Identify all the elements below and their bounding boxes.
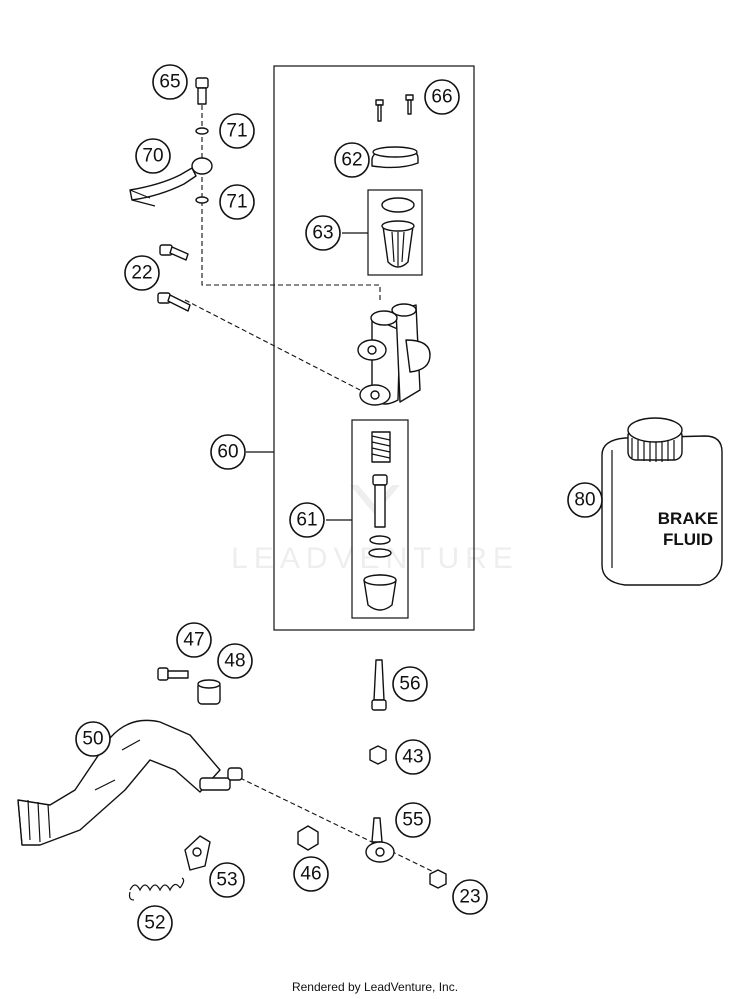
callout-48: 48 xyxy=(217,643,253,679)
svg-text:53: 53 xyxy=(216,870,237,891)
return-spring-52 xyxy=(128,877,185,901)
callout-62: 62 xyxy=(334,142,370,178)
svg-text:47: 47 xyxy=(183,630,204,651)
svg-text:48: 48 xyxy=(224,651,245,672)
callout-56: 56 xyxy=(392,666,428,702)
svg-text:70: 70 xyxy=(142,146,163,167)
dash-line-65 xyxy=(201,105,381,300)
svg-text:52: 52 xyxy=(144,913,165,934)
reservoir-cap-62 xyxy=(371,146,419,169)
screws-66 xyxy=(375,94,414,122)
callout-22: 22 xyxy=(124,255,160,291)
spring-plate-53 xyxy=(184,835,211,871)
bushing-48 xyxy=(197,679,221,705)
footer-credit: Rendered by LeadVenture, Inc. xyxy=(291,980,459,994)
svg-text:66: 66 xyxy=(431,87,452,108)
callout-55: 55 xyxy=(395,802,431,838)
assembly-frame-60 xyxy=(273,65,475,631)
callout-80: 80 xyxy=(567,482,603,518)
brake-pedal-50 xyxy=(17,719,221,846)
master-cylinder-body xyxy=(357,303,431,406)
clevis-55 xyxy=(365,817,395,863)
svg-text:71: 71 xyxy=(226,192,247,213)
watermark-text: LEADVENTURE xyxy=(231,542,519,575)
svg-text:22: 22 xyxy=(131,263,152,284)
svg-text:63: 63 xyxy=(312,223,333,244)
svg-text:46: 46 xyxy=(300,864,321,885)
can-label-line1: BRAKE xyxy=(658,509,718,528)
callout-43: 43 xyxy=(395,739,431,775)
callout-52: 52 xyxy=(137,905,173,941)
brake-hose-70 xyxy=(129,157,213,207)
dash-line-46 xyxy=(239,777,441,876)
pivot-bolt-47 xyxy=(157,667,189,681)
bolt-22-long xyxy=(157,292,191,312)
callout-61: 61 xyxy=(289,502,325,538)
svg-text:80: 80 xyxy=(574,490,595,511)
svg-text:65: 65 xyxy=(159,72,180,93)
nut-46 xyxy=(297,825,319,851)
callout-53: 53 xyxy=(209,862,245,898)
callout-66: 66 xyxy=(424,79,460,115)
dash-line-22 xyxy=(184,299,361,391)
can-label-line2: FLUID xyxy=(663,530,713,549)
svg-text:55: 55 xyxy=(402,810,423,831)
callout-63: 63 xyxy=(305,215,341,251)
callout-65: 65 xyxy=(152,64,188,100)
callout-47: 47 xyxy=(176,622,212,658)
push-rod-56 xyxy=(371,659,387,711)
callout-60: 60 xyxy=(210,434,246,470)
svg-text:23: 23 xyxy=(459,887,480,908)
subframe-61 xyxy=(351,419,409,619)
callout-70: 70 xyxy=(135,138,171,174)
svg-text:61: 61 xyxy=(296,510,317,531)
svg-text:71: 71 xyxy=(226,121,247,142)
piston-kit-61 xyxy=(363,431,397,611)
svg-text:43: 43 xyxy=(402,747,423,768)
nut-43 xyxy=(369,745,387,765)
callout-50: 50 xyxy=(75,721,111,757)
nut-23 xyxy=(429,869,447,889)
banjo-bolt-65 xyxy=(195,77,209,105)
svg-text:56: 56 xyxy=(399,674,420,695)
diaphragm-63 xyxy=(381,197,415,268)
washer-71-lower xyxy=(195,196,209,204)
bolt-22-short xyxy=(159,244,189,261)
callout-46: 46 xyxy=(293,856,329,892)
brake-fluid-can-80 xyxy=(601,417,723,586)
callout-71-upper: 71 xyxy=(219,113,255,149)
svg-text:60: 60 xyxy=(217,442,238,463)
callout-71-lower: 71 xyxy=(219,184,255,220)
watermark-logo xyxy=(350,485,400,515)
washer-71-upper xyxy=(195,127,209,135)
svg-text:62: 62 xyxy=(341,150,362,171)
pedal-stud xyxy=(199,767,243,791)
svg-text:50: 50 xyxy=(82,729,103,750)
callout-23: 23 xyxy=(452,879,488,915)
